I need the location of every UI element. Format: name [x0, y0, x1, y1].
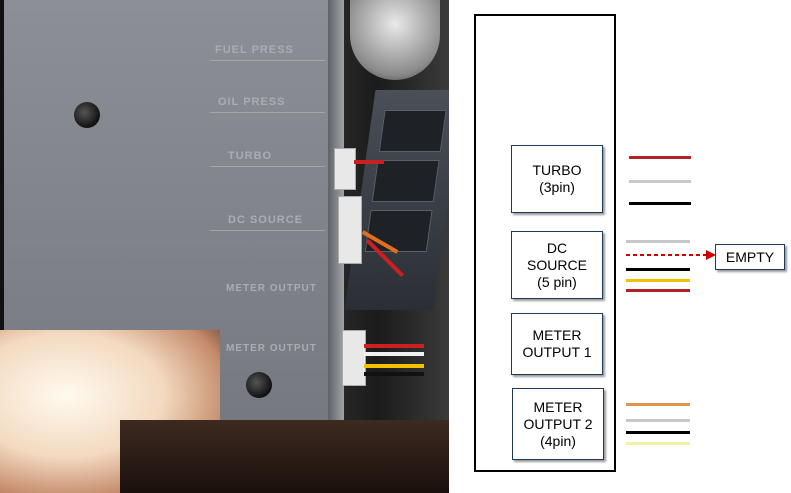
control-unit-edge	[328, 0, 344, 420]
block-meter-output-1-label: METER OUTPUT 1	[522, 327, 592, 360]
arrow-head	[706, 250, 716, 260]
wire-meter2-1	[626, 403, 690, 406]
wire-dc-empty-arrow	[626, 250, 716, 260]
block-dc-source-label: DC SOURCE (5 pin)	[527, 239, 587, 290]
wire-dc-3	[626, 268, 690, 271]
panel-label-meter-output-2: METER OUTPUT	[226, 343, 317, 354]
wire-white	[364, 352, 424, 356]
empty-pin-label: EMPTY	[715, 244, 785, 270]
wire-turbo-2	[629, 180, 691, 183]
screw	[246, 372, 272, 398]
panel-divider	[210, 112, 325, 113]
connector-turbo	[334, 148, 356, 190]
dashboard-knob	[350, 0, 440, 80]
wire-red	[354, 160, 384, 164]
floor-carpet	[120, 420, 449, 493]
wire-dc-1	[626, 240, 690, 243]
panel-divider	[210, 230, 325, 231]
console-button	[378, 110, 447, 152]
wire-yellow	[364, 364, 424, 368]
block-meter-output-1: METER OUTPUT 1	[511, 313, 603, 375]
block-turbo: TURBO (3pin)	[511, 145, 603, 213]
wire-dc-5	[626, 289, 690, 292]
wire-turbo-1	[629, 156, 691, 159]
wire-meter2-4	[626, 442, 690, 445]
wire-black	[364, 372, 424, 376]
block-turbo-label: TURBO (3pin)	[532, 162, 582, 195]
wire-meter2-2	[626, 419, 690, 422]
panel-divider	[210, 166, 325, 167]
block-meter-output-2-label: METER OUTPUT 2 (4pin)	[523, 398, 593, 449]
wire-turbo-3	[629, 202, 691, 205]
wire-red	[364, 344, 424, 348]
connector-dc-source	[338, 196, 362, 264]
panel-label-dc-source: DC SOURCE	[228, 214, 304, 226]
gauge-controller-photo: FUEL PRESS OIL PRESS TURBO DC SOURCE MET…	[0, 0, 449, 493]
block-meter-output-2: METER OUTPUT 2 (4pin)	[512, 388, 604, 460]
panel-label-fuel-press: FUEL PRESS	[215, 44, 294, 56]
wire-dc-4	[626, 279, 690, 282]
connector-meter-output	[342, 330, 366, 386]
block-dc-source: DC SOURCE (5 pin)	[511, 231, 603, 299]
screw	[74, 102, 100, 128]
console-button	[371, 160, 440, 202]
panel-label-meter-output-1: METER OUTPUT	[226, 283, 317, 294]
panel-label-oil-press: OIL PRESS	[218, 96, 286, 108]
panel-divider	[210, 60, 325, 61]
panel-label-turbo: TURBO	[228, 150, 273, 162]
wire-meter2-3	[626, 431, 690, 434]
